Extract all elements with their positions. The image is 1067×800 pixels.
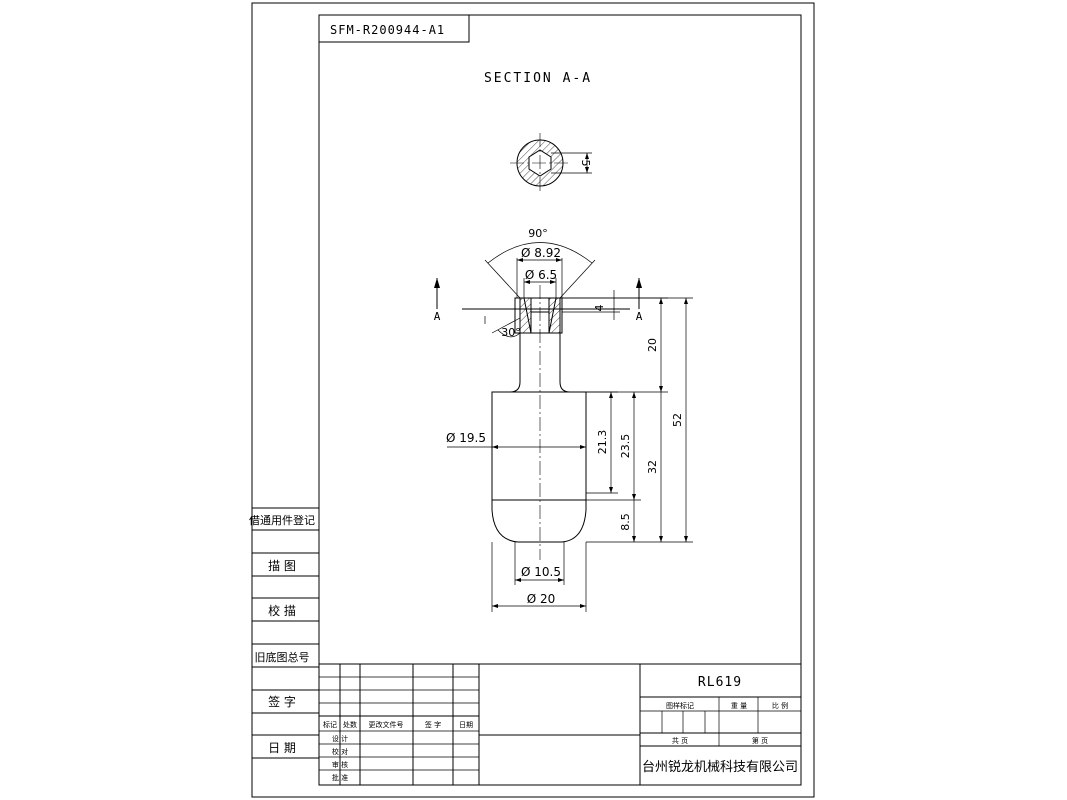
drawing-number: SFM-R200944-A1: [330, 23, 445, 37]
dim-depth-4: 4: [593, 305, 606, 312]
dim-dia-8-92: Ø 8.92: [521, 246, 561, 260]
sign-row-review: 审 核: [332, 760, 348, 769]
rev-header-date: 日期: [459, 721, 473, 729]
side-label-signature: 签 字: [268, 694, 296, 709]
sign-row-approve: 批 准: [332, 773, 348, 782]
dim-angle-top: 90°: [528, 227, 548, 240]
section-view: 5: [510, 133, 592, 194]
company-name: 台州锐龙机械科技有限公司: [642, 760, 798, 775]
side-label-trace: 描 图: [268, 559, 296, 573]
outer-border: [251, 2, 815, 798]
sheet-frame: [251, 2, 815, 798]
dim-dia-19-5: Ø 19.5: [446, 431, 486, 445]
inner-border: [318, 14, 802, 786]
label-total-sheets: 共 页: [672, 736, 688, 745]
dim-dia-10-5: Ø 10.5: [521, 565, 561, 579]
rev-header-count: 处数: [343, 720, 357, 729]
label-scale: 比 例: [772, 701, 788, 710]
side-label-old-base-no: 旧底图总号: [255, 650, 310, 664]
dim-len-32: 32: [646, 460, 659, 474]
label-stage-mark: 图样标记: [666, 701, 694, 710]
sign-row-check: 校 对: [332, 747, 348, 756]
dim-len-23-5: 23.5: [619, 434, 632, 459]
dim-dia-20: Ø 20: [527, 592, 556, 606]
drawing-number-box: SFM-R200944-A1: [318, 14, 470, 43]
section-title: SECTION A-A: [484, 71, 592, 86]
dim-len-8-5: 8.5: [619, 513, 632, 531]
dimensions: 90° Ø 8.92 Ø 6.5 4 30° 20: [446, 227, 693, 612]
rev-header-doc-no: 更改文件号: [369, 720, 404, 729]
side-strip: 借通用件登记 描 图 校 描 旧底图总号 签 字 日 期: [249, 507, 319, 759]
section-mark-left: A: [434, 310, 441, 323]
label-weight: 重 量: [731, 702, 747, 710]
sign-row-design: 设 计: [332, 734, 348, 743]
side-label-date: 日 期: [268, 741, 296, 755]
label-sheet-no: 第 页: [752, 736, 768, 745]
dim-section-hex: 5: [579, 160, 592, 167]
rev-header-signature: 签 字: [425, 720, 441, 729]
title-block: 标记 处数 更改文件号 签 字 日期 设 计 校 对 审 核 批 准 RL619…: [319, 663, 801, 785]
part-number: RL619: [698, 675, 742, 690]
dim-len-20: 20: [646, 338, 659, 352]
side-label-borrowed-parts: 借通用件登记: [249, 513, 315, 527]
dim-angle-30: 30°: [501, 326, 521, 339]
dim-len-52: 52: [671, 413, 684, 427]
dim-dia-6-5: Ø 6.5: [525, 268, 557, 282]
section-mark-right: A: [636, 310, 643, 323]
side-label-check-trace: 校 描: [268, 603, 296, 618]
rev-header-mark: 标记: [323, 720, 337, 729]
dim-len-21-3: 21.3: [596, 430, 609, 455]
